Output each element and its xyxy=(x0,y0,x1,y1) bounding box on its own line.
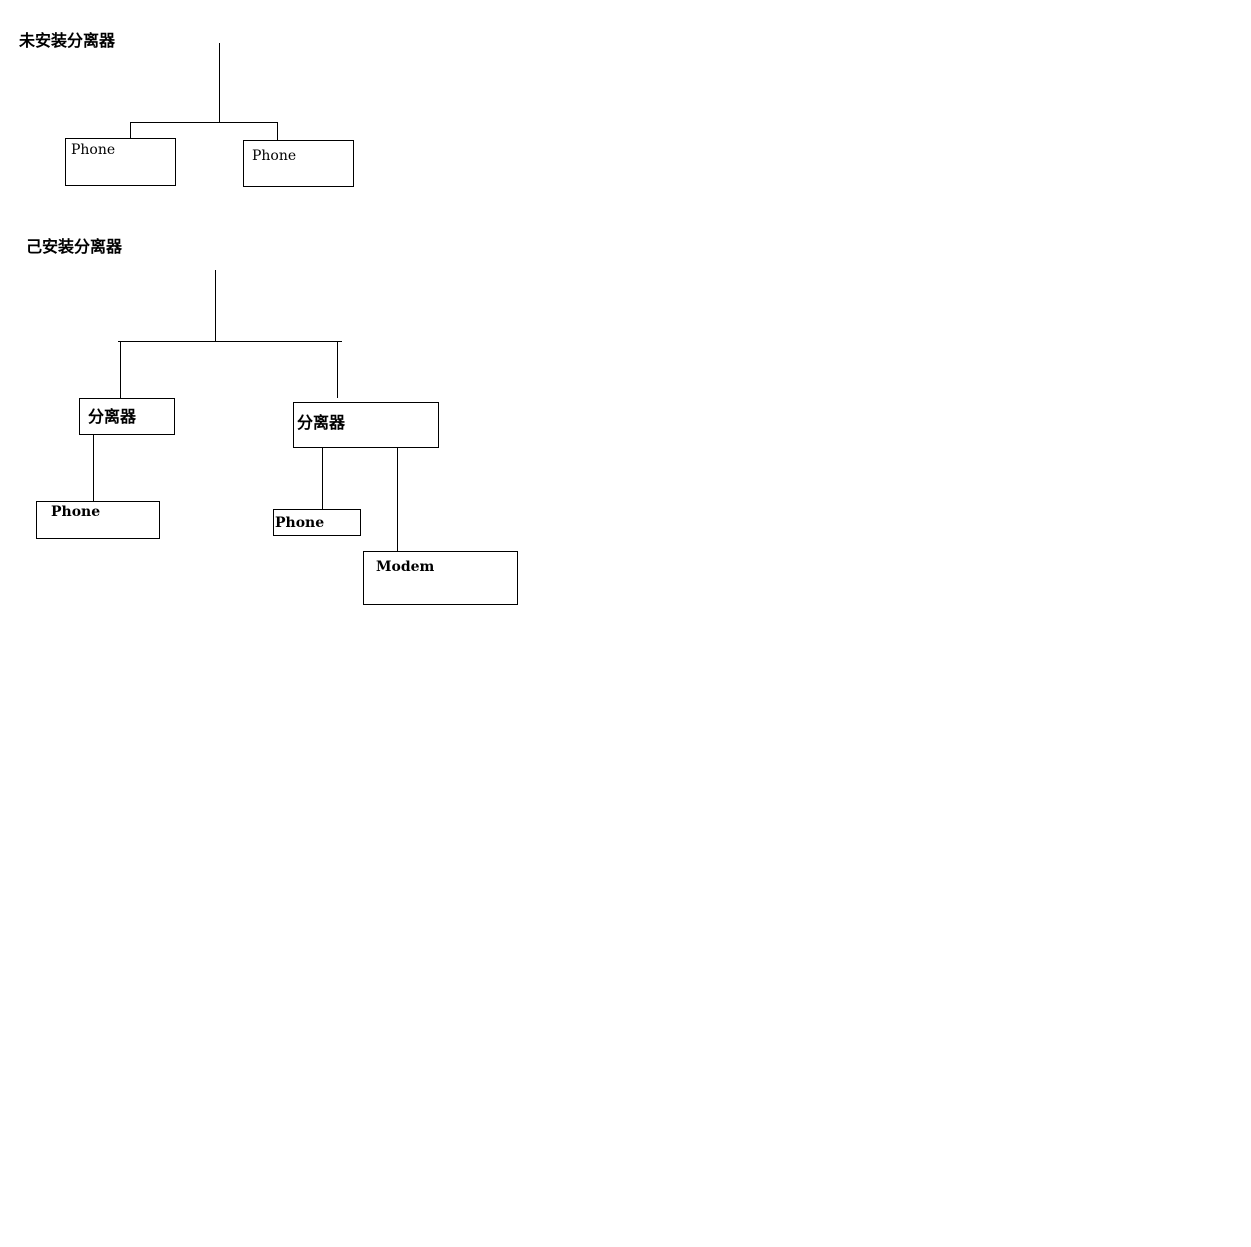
box-phone-bottom-right xyxy=(273,509,361,536)
box-phone-left-top xyxy=(65,138,176,186)
box-modem xyxy=(363,551,518,605)
phone-label: Phone xyxy=(275,515,325,531)
box-splitter-left xyxy=(79,398,175,435)
title-without-splitter: 未安装分离器 xyxy=(19,31,116,50)
modem-label: Modem xyxy=(376,559,435,575)
phone-label: Phone xyxy=(252,148,297,164)
splitter-label: 分离器 xyxy=(88,407,137,426)
phone-label: Phone xyxy=(51,504,101,520)
box-phone-right-top xyxy=(243,140,354,187)
box-splitter-right xyxy=(293,402,439,448)
box-phone-bottom-left xyxy=(36,501,160,539)
title-with-splitter: 己安装分离器 xyxy=(26,237,123,256)
phone-label: Phone xyxy=(71,142,116,158)
splitter-label: 分离器 xyxy=(297,413,346,432)
